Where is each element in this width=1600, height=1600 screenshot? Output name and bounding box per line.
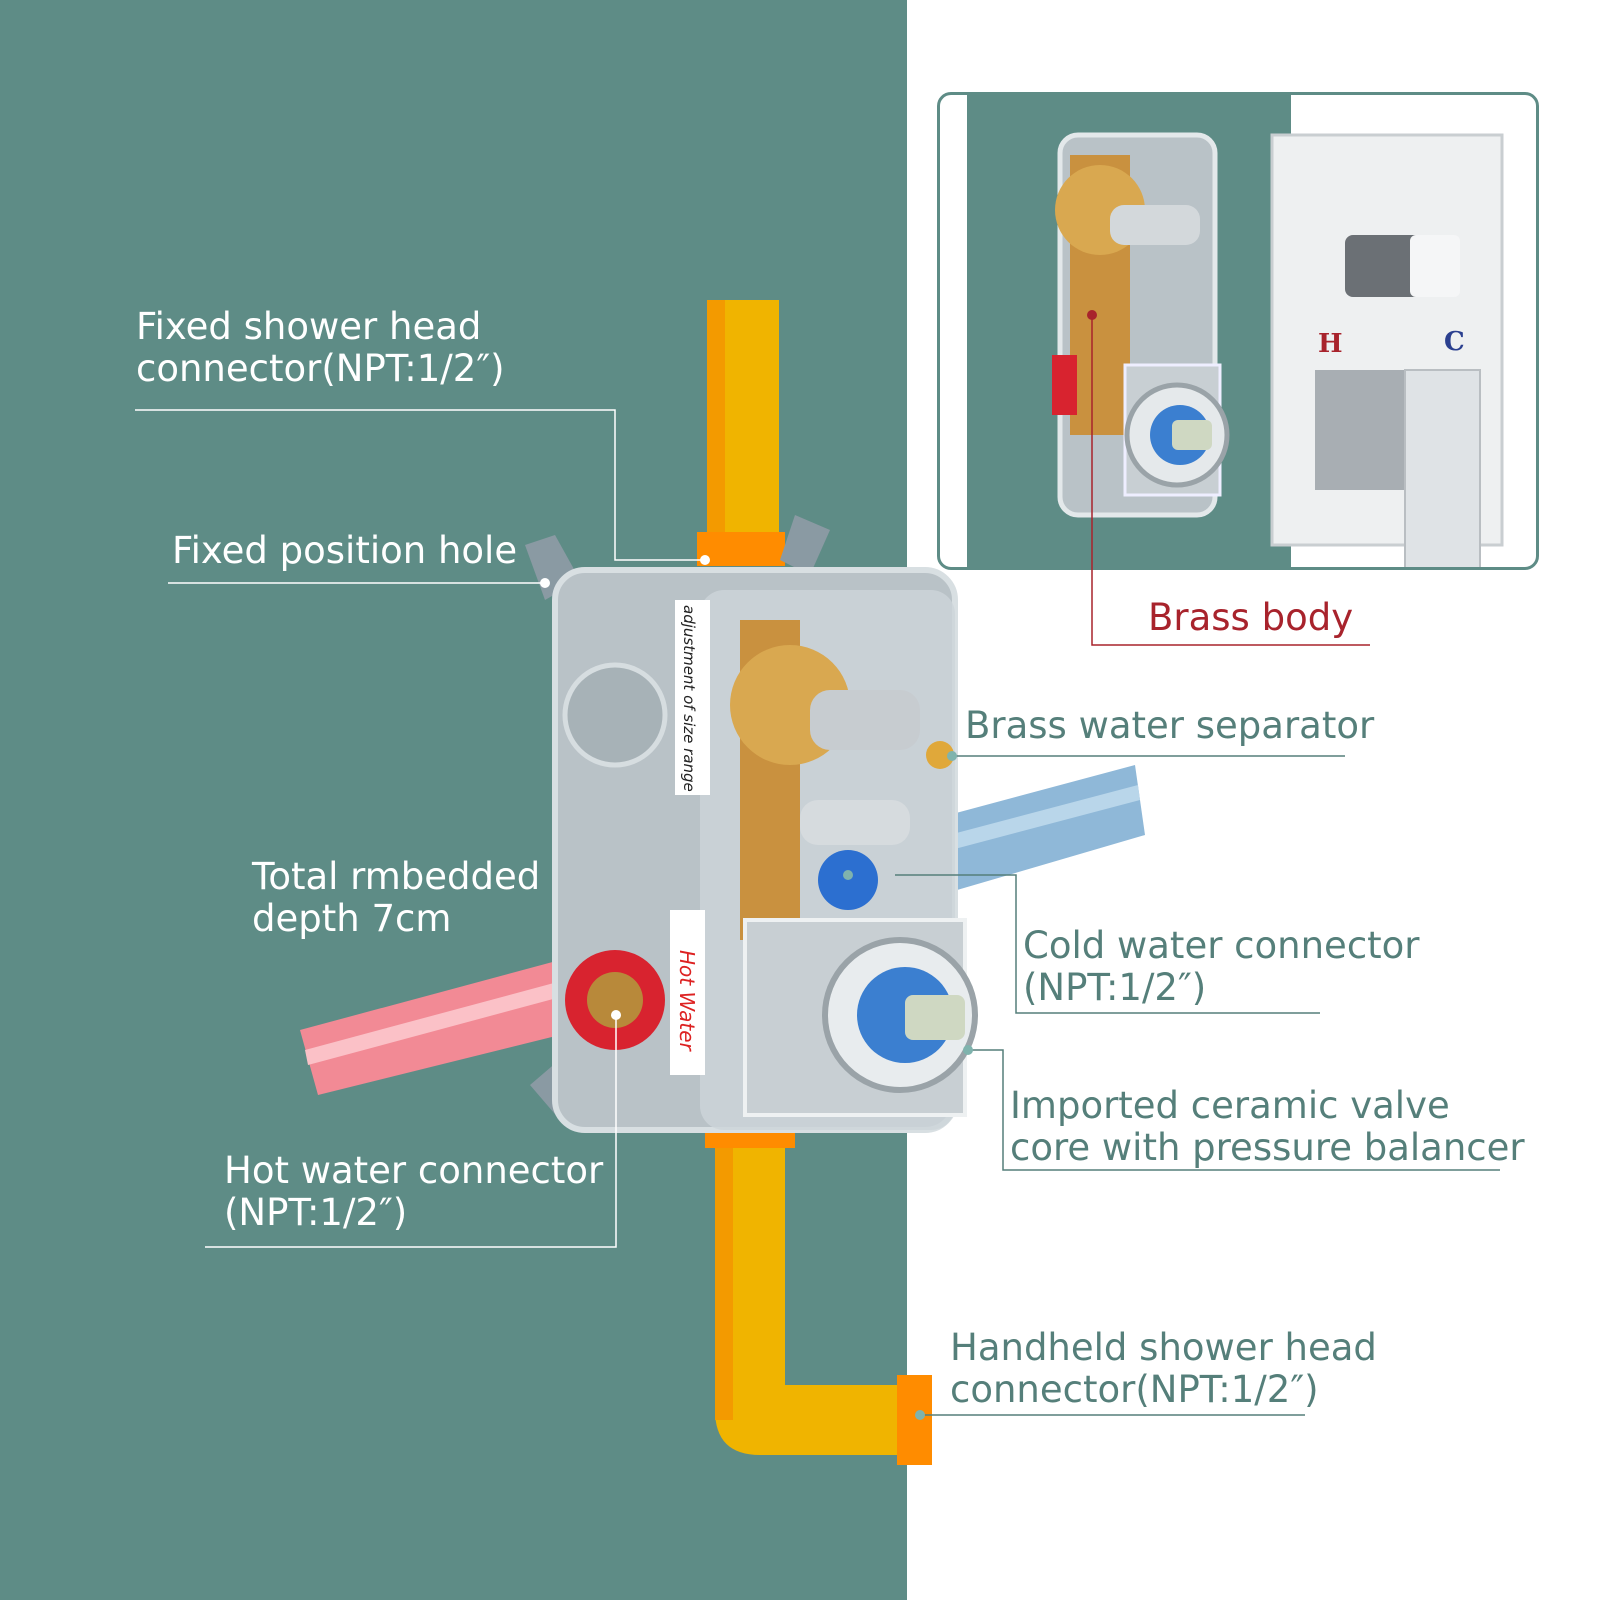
label-line: core with pressure balancer: [1010, 1126, 1525, 1169]
label-line: (NPT:1/2″): [224, 1191, 408, 1234]
label-brass-body: Brass body: [1148, 596, 1354, 639]
label-line: Handheld shower head: [950, 1326, 1377, 1369]
label-line: connector(NPT:1/2″): [950, 1368, 1319, 1411]
label-line: depth 7cm: [252, 897, 452, 940]
label-line: Cold water connector: [1023, 924, 1420, 967]
fixed-shower-fitting: [697, 532, 785, 566]
cold-mark: C: [1444, 327, 1465, 357]
inset-illustration: [1052, 132, 1504, 567]
label-line: Fixed shower head: [136, 305, 482, 348]
label-line: connector(NPT:1/2″): [136, 347, 505, 390]
brass-separator-tip: [926, 741, 954, 769]
handheld-fitting: [897, 1375, 932, 1465]
handheld-shower-pipe: [715, 1140, 900, 1455]
hot-mark: H: [1318, 329, 1343, 359]
inset-panel: H C: [937, 92, 1539, 570]
hot-water-sticker: Hot Water: [675, 950, 699, 1053]
size-range-sticker: adjustment of size range: [680, 605, 698, 792]
label-fixed-shower-head: Fixed shower head connector(NPT:1/2″): [136, 306, 505, 390]
label-handheld-shower-head: Handheld shower head connector(NPT:1/2″): [950, 1327, 1377, 1411]
label-line: Total rmbedded: [252, 855, 541, 898]
label-embedded-depth: Total rmbedded depth 7cm: [252, 856, 540, 940]
label-cold-water-connector: Cold water connector (NPT:1/2″): [1023, 925, 1420, 1009]
label-line: Imported ceramic valve: [1010, 1084, 1450, 1127]
label-fixed-position-hole: Fixed position hole: [172, 529, 518, 572]
label-ceramic-valve-core: Imported ceramic valve core with pressur…: [1010, 1085, 1525, 1169]
label-hot-water-connector: Hot water connector (NPT:1/2″): [224, 1150, 603, 1234]
label-line: (NPT:1/2″): [1023, 966, 1207, 1009]
label-line: Hot water connector: [224, 1149, 604, 1192]
label-brass-water-separator: Brass water separator: [965, 704, 1375, 747]
